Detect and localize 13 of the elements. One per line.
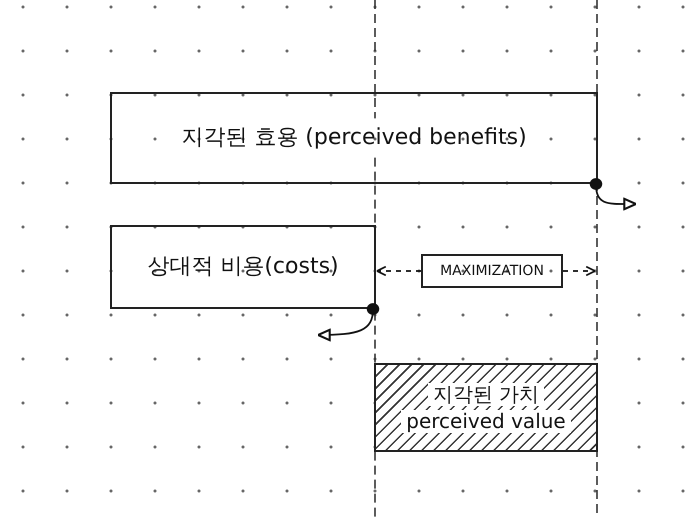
- box-label: perceived value: [401, 410, 571, 432]
- arrow: [316, 303, 380, 342]
- arrow: [590, 178, 638, 210]
- hatched-box: [374, 363, 598, 452]
- label-box: [421, 254, 563, 288]
- box-label: 지각된 가치: [428, 382, 544, 406]
- box-label: 지각된 효용 (perceived benefits): [181, 125, 527, 151]
- process-box: [110, 225, 376, 309]
- box-label: 상대적 비용(costs): [147, 254, 339, 280]
- box-label: MAXIMIZATION: [440, 262, 544, 280]
- arrow: [376, 266, 421, 276]
- process-box: [110, 92, 598, 184]
- arrow: [563, 266, 596, 276]
